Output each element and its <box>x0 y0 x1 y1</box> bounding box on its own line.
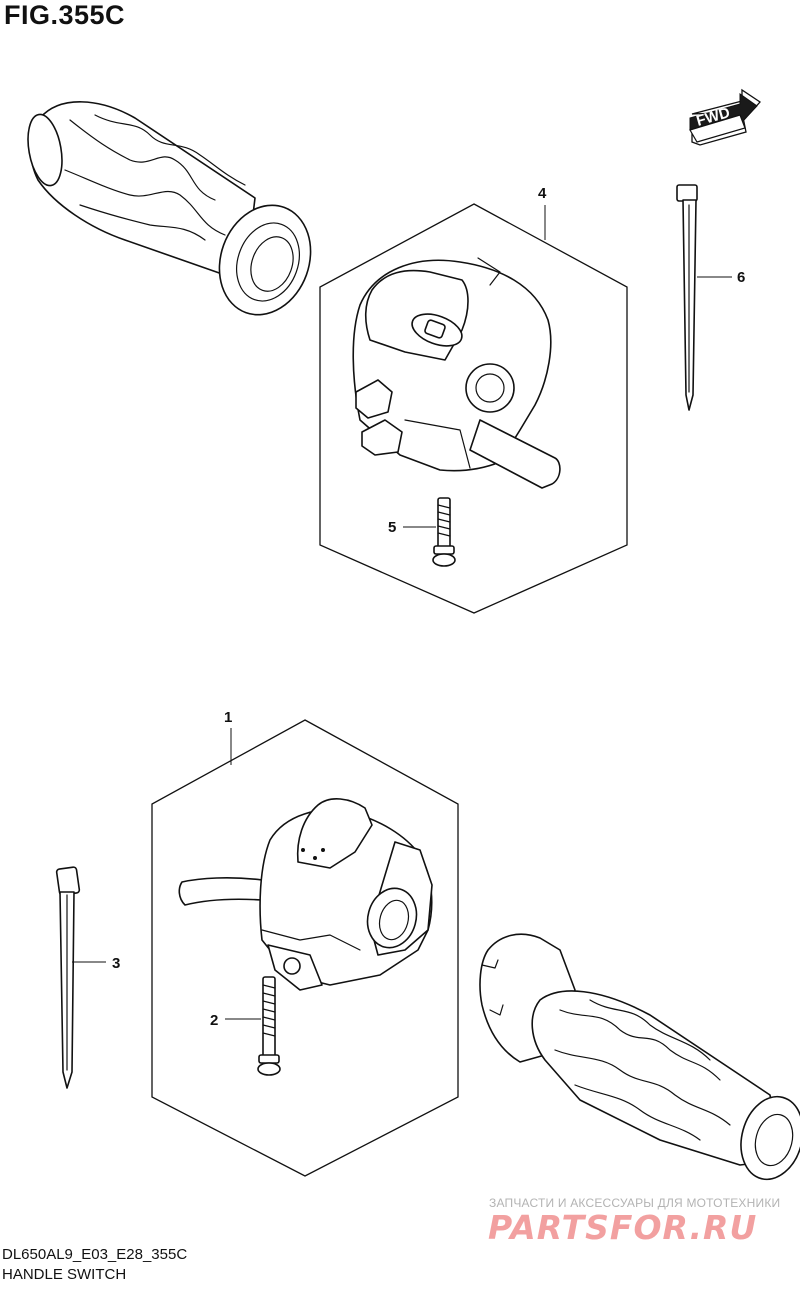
callout-5: 5 <box>388 519 396 536</box>
watermark-tagline: ЗАПЧАСТИ И АКСЕССУАРЫ ДЛЯ МОТОТЕХНИКИ <box>489 1196 781 1210</box>
watermark-logo: PARTSFOR.RU <box>488 1208 758 1247</box>
screw-2 <box>257 976 281 1076</box>
lower-right-grip <box>479 933 800 1181</box>
upper-left-grip <box>27 101 312 316</box>
callout-2: 2 <box>210 1012 218 1029</box>
screw-5 <box>432 497 456 567</box>
figure-code: DL650AL9_E03_E28_355C <box>2 1246 188 1263</box>
figure-name: HANDLE SWITCH <box>2 1266 127 1283</box>
callout-1: 1 <box>224 709 232 726</box>
left-handle-switch <box>178 798 433 991</box>
fwd-direction-badge: FWD <box>689 88 761 146</box>
callout-3: 3 <box>112 955 120 972</box>
callout-4: 4 <box>538 185 547 202</box>
cable-tie-3 <box>55 866 81 1089</box>
figure-title: FIG.355C <box>4 0 126 30</box>
callout-6: 6 <box>737 269 745 286</box>
cable-tie-6 <box>676 184 698 411</box>
lower-assembly-outline <box>151 719 459 1177</box>
upper-assembly-outline <box>319 203 628 614</box>
right-handle-switch <box>352 257 561 489</box>
